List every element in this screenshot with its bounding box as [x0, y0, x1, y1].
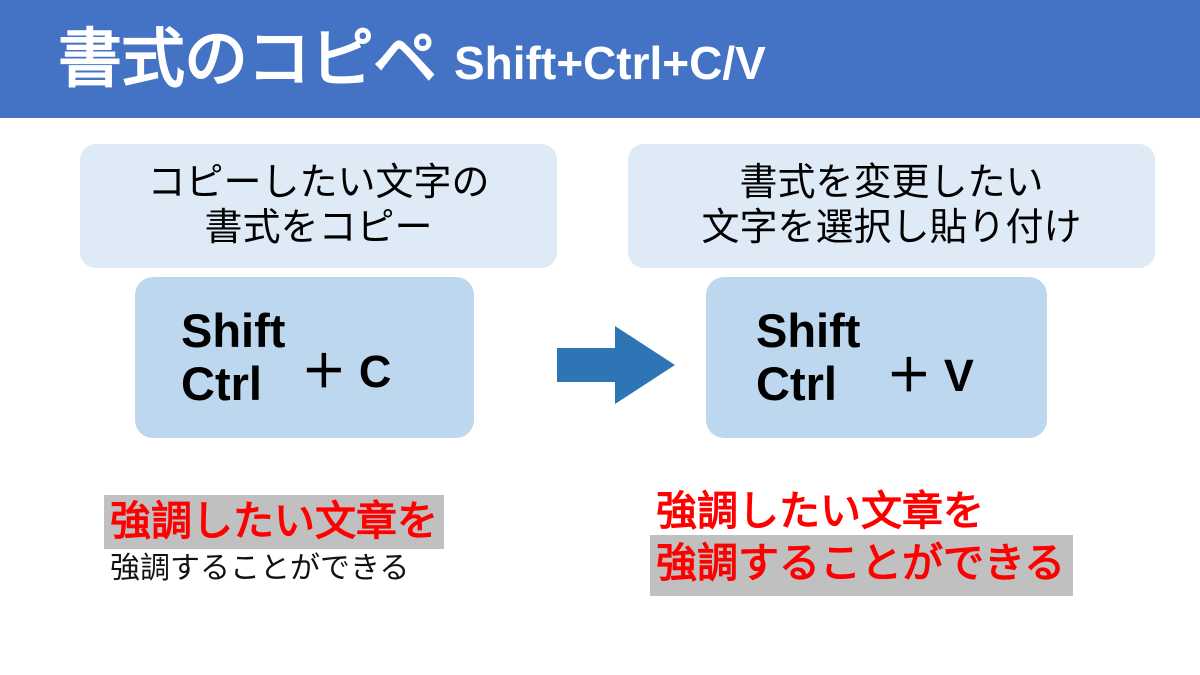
shortcut-box-copy: Shift Ctrl ＋ C	[135, 277, 474, 438]
shortcut-copy-modifiers: Shift Ctrl	[181, 303, 286, 410]
page-title: 書式のコピペ	[58, 23, 437, 95]
sample-right-line-2-text: 強調することができる	[650, 535, 1074, 596]
shortcut-copy-modifier-ctrl: Ctrl	[181, 356, 262, 410]
shortcut-box-paste: Shift Ctrl ＋ V	[706, 277, 1047, 438]
shortcut-box-copy-inner: Shift Ctrl ＋ C	[135, 277, 474, 438]
arrow-right-icon	[557, 326, 675, 404]
shortcut-copy-modifier-shift: Shift	[181, 303, 286, 357]
flow-arrow	[557, 326, 677, 404]
shortcut-paste-key: ＋ V	[886, 350, 974, 401]
sample-right-line-1-text: 強調したい文章を	[656, 488, 984, 534]
shortcut-box-paste-inner: Shift Ctrl ＋ V	[706, 277, 1047, 438]
header-band: 書式のコピペ Shift+Ctrl+C/V	[0, 0, 1200, 118]
sample-right-line-1: 強調したい文章を	[650, 487, 1073, 535]
page-title-shortcut: Shift+Ctrl+C/V	[454, 37, 766, 89]
caption-box-left: コピーしたい文字の 書式をコピー	[80, 144, 557, 268]
shortcut-paste-modifier-shift: Shift	[756, 303, 861, 357]
sample-left-line-2-text: 強調することができる	[110, 552, 410, 586]
caption-left-line-1: コピーしたい文字の	[147, 162, 490, 205]
shortcut-paste-modifier-ctrl: Ctrl	[756, 356, 837, 410]
shortcut-copy-key: ＋ C	[301, 346, 392, 397]
sample-left-line-1: 強調したい文章を	[104, 495, 444, 550]
sample-text-target: 強調したい文章を 強調することができる	[650, 487, 1074, 596]
sample-left-line-2: 強調することができる	[104, 551, 444, 589]
header-title-group: 書式のコピペ Shift+Ctrl+C/V	[58, 0, 766, 118]
caption-box-right: 書式を変更したい 文字を選択し貼り付け	[628, 144, 1155, 268]
shortcut-paste-modifiers: Shift Ctrl	[756, 303, 861, 410]
caption-right-line-2: 文字を選択し貼り付け	[701, 207, 1082, 249]
caption-right-line-1: 書式を変更したい	[739, 162, 1044, 205]
sample-text-source: 強調したい文章を 強調することができる	[104, 495, 444, 590]
caption-left-line-2: 書式をコピー	[204, 207, 433, 249]
sample-right-line-2: 強調することができる	[650, 535, 1074, 596]
sample-left-line-1-text: 強調したい文章を	[104, 495, 444, 550]
